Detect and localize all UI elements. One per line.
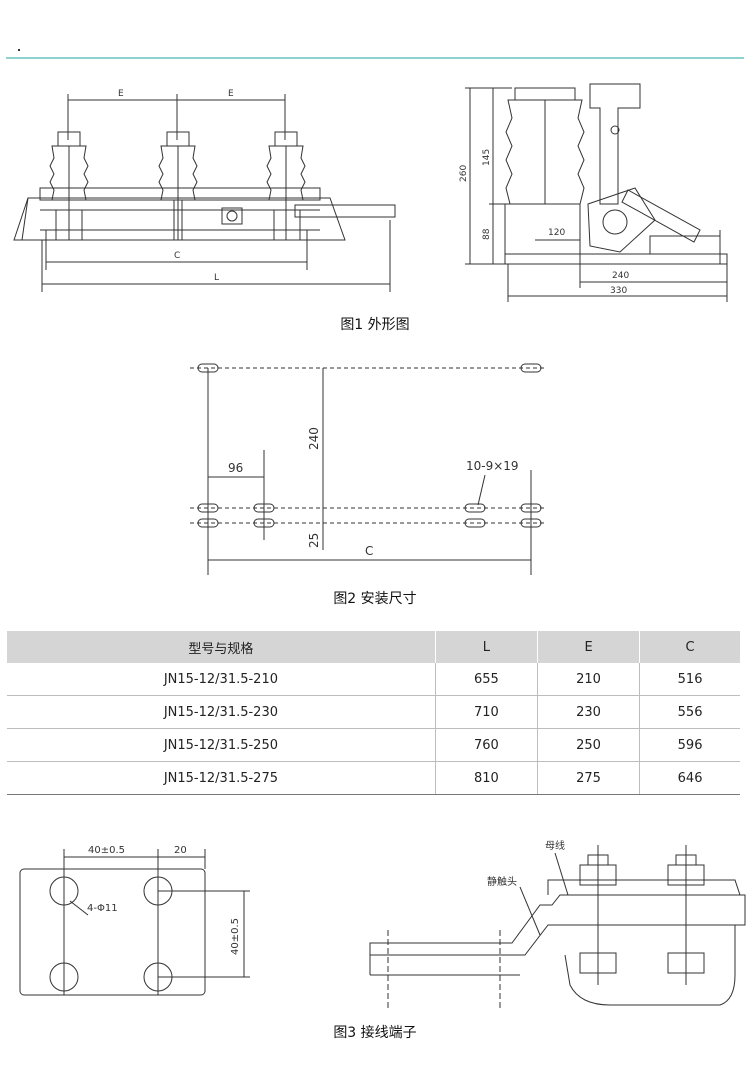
fig3-busbar-label: 母线 (545, 839, 565, 852)
spec-table-header: 型号与规格 L E C (7, 631, 740, 663)
figure-2-drawing: 240 96 25 C 10-9×19 (190, 363, 545, 575)
cell-l: 710 (435, 695, 538, 729)
figure-3-drawing: 40±0.5 20 40±0.5 4-Φ11 母线 静触头 (19, 839, 746, 1010)
cell-c: 596 (639, 728, 740, 762)
fig1-dim-145: 145 (482, 149, 492, 166)
fig2-dim-25: 25 (307, 533, 321, 548)
cell-c: 516 (639, 663, 740, 696)
table-row: JN15-12/31.5-210 655 210 516 (7, 663, 740, 696)
cell-e: 250 (537, 728, 641, 762)
fig1-dim-120: 120 (548, 228, 565, 238)
figure-1-drawing: E E C L 260 145 88 120 240 330 (13, 83, 728, 302)
fig2-dim-c: C (365, 544, 373, 558)
fig2-hole-label: 10-9×19 (466, 459, 519, 473)
fig1-dim-e-left: E (118, 89, 124, 99)
fig1-dim-88: 88 (482, 228, 492, 240)
cell-l: 760 (435, 728, 538, 762)
fig2-dim-240: 240 (307, 427, 321, 450)
fig3-holes: 4-Φ11 (87, 903, 118, 914)
cell-e: 230 (537, 695, 641, 729)
header-mark (18, 49, 20, 51)
spec-table: 型号与规格 L E C JN15-12/31.5-210 655 210 516… (7, 631, 740, 795)
cell-model: JN15-12/31.5-250 (7, 728, 436, 762)
fig3-dim-40-side: 40±0.5 (230, 918, 241, 955)
fig1-dim-l: L (214, 273, 219, 283)
fig1-dim-330: 330 (610, 286, 627, 296)
cell-l: 655 (435, 663, 538, 696)
cell-l: 810 (435, 761, 538, 795)
fig3-dim-20: 20 (174, 845, 187, 856)
cell-model: JN15-12/31.5-210 (7, 663, 436, 696)
fig3-contact-label: 静触头 (487, 875, 517, 888)
fig1-dim-c: C (174, 251, 180, 261)
fig2-dim-96: 96 (228, 461, 243, 475)
table-row: JN15-12/31.5-250 760 250 596 (7, 728, 740, 762)
table-row: JN15-12/31.5-230 710 230 556 (7, 695, 740, 729)
col-header-c: C (639, 631, 740, 663)
caption-fig3: 图3 接线端子 (333, 1025, 417, 1041)
caption-fig1: 图1 外形图 (340, 317, 410, 333)
cell-e: 210 (537, 663, 641, 696)
fig1-dim-240: 240 (612, 271, 629, 281)
fig1-dim-e-right: E (228, 89, 234, 99)
col-header-l: L (435, 631, 538, 663)
header-rule (6, 57, 744, 59)
cell-model: JN15-12/31.5-230 (7, 695, 436, 729)
cell-c: 556 (639, 695, 740, 729)
caption-fig2: 图2 安装尺寸 (333, 591, 417, 607)
cell-e: 275 (537, 761, 641, 795)
col-header-e: E (537, 631, 641, 663)
cell-c: 646 (639, 761, 740, 795)
fig3-dim-40-top: 40±0.5 (88, 845, 125, 856)
cell-model: JN15-12/31.5-275 (7, 761, 436, 795)
col-header-model: 型号与规格 (7, 631, 436, 663)
fig1-dim-260: 260 (459, 165, 469, 182)
table-row: JN15-12/31.5-275 810 275 646 (7, 761, 740, 795)
